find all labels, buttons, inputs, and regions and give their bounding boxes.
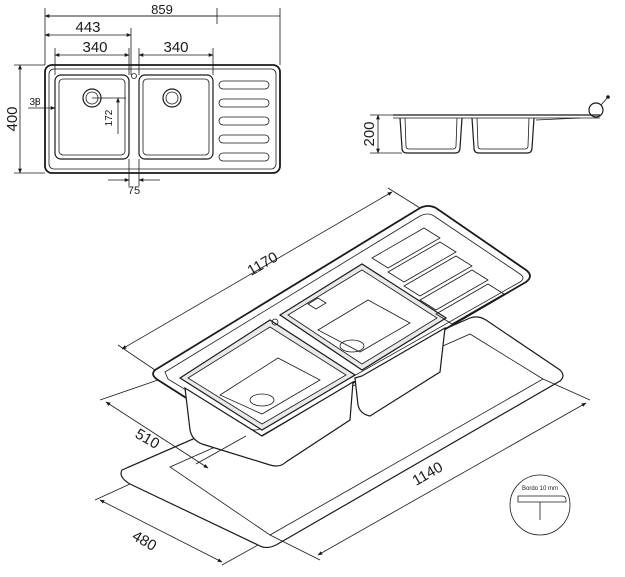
edge-detail: Bordo 10 mm [509,474,571,536]
dim-height: 200 [361,121,378,146]
edge-detail-note: Bordo 10 mm [522,486,558,492]
dim-cutout-width: 480 [129,527,159,554]
dim-right-bowl-width: 340 [163,39,188,56]
dim-drain-offset: 38 [29,97,41,108]
dim-left-bowl-width: 340 [82,39,107,56]
tap-symbol [588,102,604,118]
right-bowl [138,74,214,160]
dim-left-section: 443 [75,19,100,36]
dim-depth: 400 [4,106,21,131]
side-view: 200 [361,95,610,154]
tap-hole [131,73,137,79]
top-view: 859 443 340 340 400 38 172 75 [4,2,281,197]
dim-width: 510 [132,425,162,452]
dim-overall-width: 859 [151,2,173,17]
right-drain [162,88,182,108]
left-bowl [54,74,130,160]
dim-length: 1170 [245,249,281,280]
dim-divider: 75 [128,185,140,197]
iso-view: 1170 510 1140 480 [94,187,591,566]
drainer-grooves [218,80,270,162]
dim-drain-distance: 172 [104,109,115,126]
top-view-outline [44,64,281,174]
